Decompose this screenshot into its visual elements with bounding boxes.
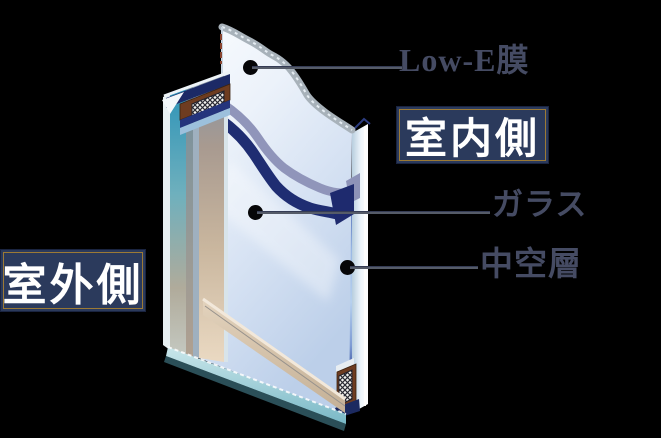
label-glass: ガラス — [492, 187, 588, 222]
leader-line-low-e — [252, 66, 402, 69]
glass-torn-edge-stripe — [218, 99, 356, 198]
low-e-film-stripe — [216, 115, 343, 220]
inner-frame-sill — [202, 297, 346, 413]
outdoor-pane-left-column — [163, 73, 228, 362]
bottom-glass-edge — [164, 346, 347, 431]
label-air-layer: 中空層 — [480, 247, 582, 283]
outdoor-side-badge: 室外側 — [0, 249, 146, 312]
bottom-spacer — [335, 358, 360, 418]
label-low-e-film: Low-E膜 — [399, 42, 530, 78]
edge-wrap-wedges — [330, 173, 360, 225]
indoor-side-badge: 室内側 — [396, 106, 549, 164]
leader-line-glass — [257, 211, 490, 214]
leader-dot-low-e — [243, 60, 258, 75]
leader-dot-air-layer — [340, 260, 355, 275]
leader-line-air-layer — [350, 266, 478, 269]
top-spacer — [162, 70, 231, 135]
leader-dot-glass — [248, 205, 263, 220]
